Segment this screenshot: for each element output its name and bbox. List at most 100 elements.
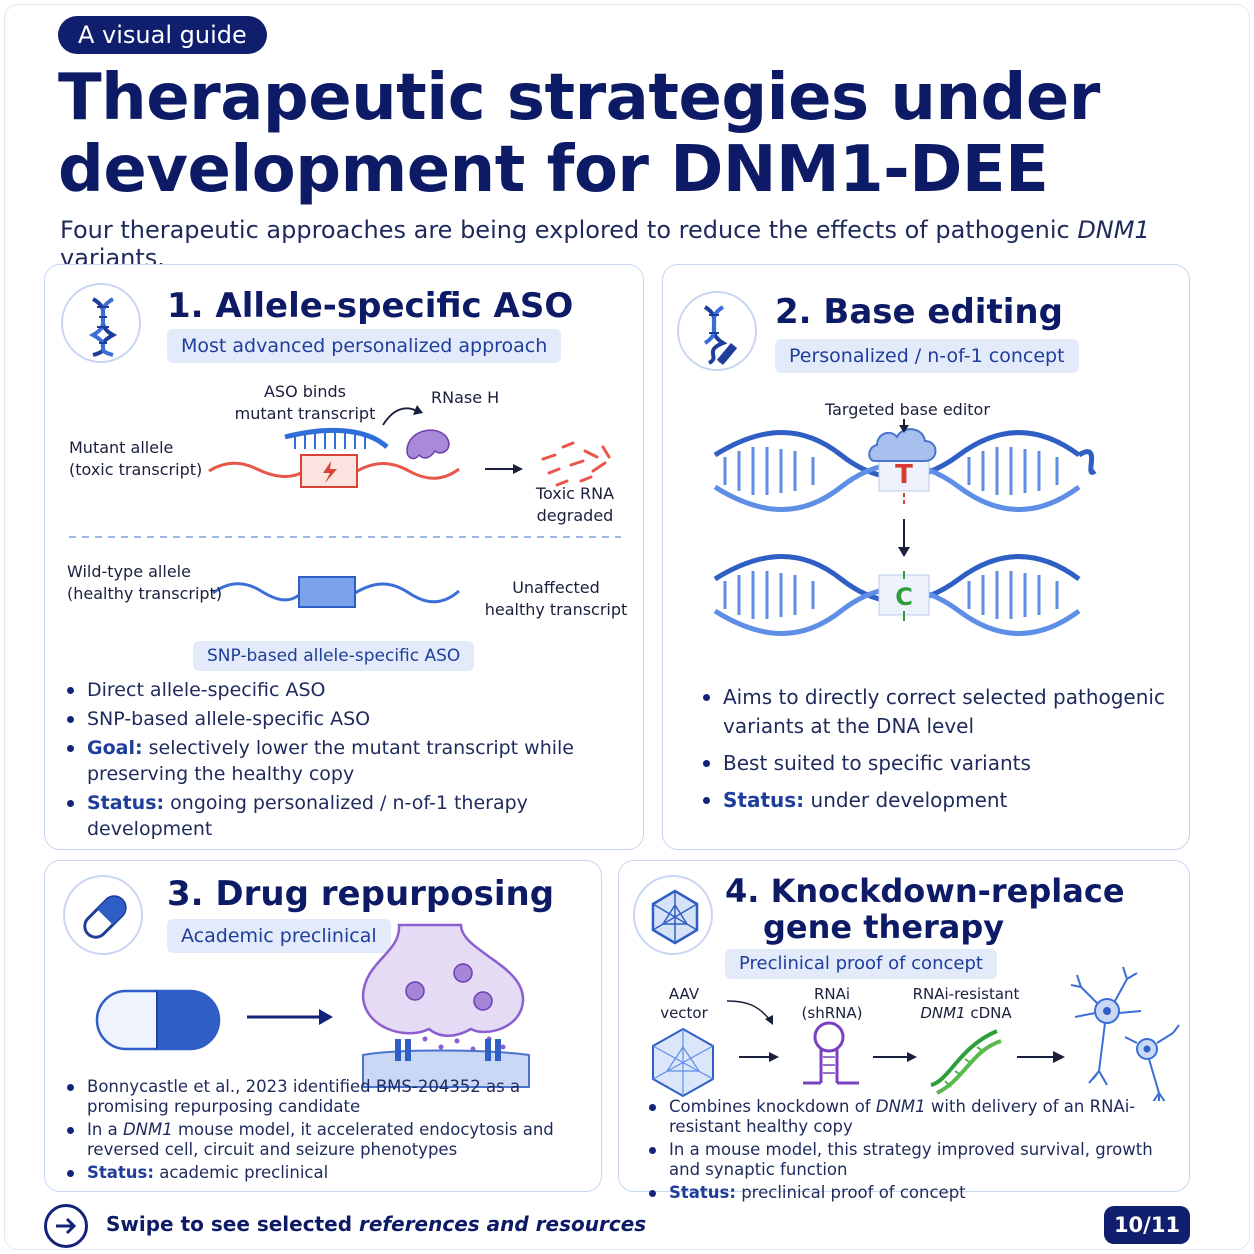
card3-b2-pre: In a <box>87 1120 123 1139</box>
base-after: C <box>895 583 913 611</box>
card1-status-bullet: Status: ongoing personalized / n-of-1 th… <box>63 790 623 842</box>
rnai-resistant-label: RNAi-resistant DNM1 cDNA <box>901 985 1031 1023</box>
aso-label-line2: mutant transcript <box>234 404 376 423</box>
card2-bullet: Best suited to specific variants <box>699 749 1169 778</box>
unaffected-label-line2: healthy transcript <box>484 600 628 619</box>
resist-label-line1: RNAi-resistant <box>912 985 1020 1003</box>
card-drug-repurposing: 3. Drug repurposing Academic preclinical… <box>44 860 602 1192</box>
snp-aso-tag: SNP-based allele-specific ASO <box>193 641 475 671</box>
card3-bullet: Bonnycastle et al., 2023 identified BMS-… <box>63 1077 583 1117</box>
toxic-label-line2: degraded <box>536 506 614 525</box>
status-text: under development <box>804 788 1008 812</box>
aav-vector-label: AAV vector <box>649 985 719 1023</box>
shrna-hairpin <box>803 1021 859 1085</box>
card1-goal-bullet: Goal: selectively lower the mutant trans… <box>63 735 623 787</box>
base-editor-label: Targeted base editor <box>825 400 990 419</box>
title-line-2: development for DNM1-DEE <box>58 133 1049 207</box>
aso-label-line1: ASO binds <box>263 382 346 401</box>
capsule-illustration <box>95 989 221 1051</box>
card3-bullets: Bonnycastle et al., 2023 identified BMS-… <box>63 1077 583 1186</box>
status-text: academic preclinical <box>153 1163 329 1182</box>
card3-tag: Academic preclinical <box>167 919 391 953</box>
rnai-label-line1: RNAi <box>813 985 851 1003</box>
subtitle-gene: DNM1 <box>1077 216 1150 244</box>
swipe-hint[interactable]: Swipe to see selected references and res… <box>106 1212 646 1236</box>
drug-synapse-diagram <box>95 923 530 1088</box>
aso-binds-label: ASO binds mutant transcript <box>225 381 385 425</box>
aav-label-line2: vector <box>660 1004 708 1022</box>
card4-status-bullet: Status: preclinical proof of concept <box>645 1183 1175 1203</box>
toxic-rna-label: Toxic RNA degraded <box>515 483 635 527</box>
base-before: T <box>895 460 913 490</box>
card4-b1-gene: DNM1 <box>875 1097 926 1116</box>
rnase-h-enzyme <box>406 429 450 460</box>
card1-bullet: SNP-based allele-specific ASO <box>63 706 623 732</box>
card2-tag: Personalized / n-of-1 concept <box>775 339 1079 373</box>
card4-bullet: Combines knockdown of DNM1 with delivery… <box>645 1097 1175 1137</box>
dna-icon <box>61 283 141 363</box>
card-base-editing: 2. Base editing Personalized / n-of-1 co… <box>662 264 1190 850</box>
card3-b2-post: mouse model, it accelerated endocytosis … <box>87 1120 554 1159</box>
card4-bullets: Combines knockdown of DNM1 with delivery… <box>645 1097 1175 1206</box>
card4-b1-pre: Combines knockdown of <box>669 1097 876 1116</box>
card-knockdown-replace: 4. Knockdown-replace gene therapy Precli… <box>618 860 1190 1202</box>
status-label: Status: <box>669 1183 736 1202</box>
wild-type-label: Wild-type allele (healthy transcript) <box>67 561 237 605</box>
card4-tag: Preclinical proof of concept <box>725 949 997 979</box>
knockdown-replace-diagram <box>652 966 1180 1101</box>
neurons-illustration <box>1070 966 1180 1101</box>
card1-bullets: Direct allele-specific ASO SNP-based all… <box>63 677 623 845</box>
status-label: Status: <box>87 792 165 814</box>
mutant-label-line1: Mutant allele <box>69 438 174 457</box>
card2-bullet: Aims to directly correct selected pathog… <box>699 683 1169 741</box>
toxic-label-line1: Toxic RNA <box>535 484 615 503</box>
rnai-resistant-cdna <box>930 1029 1002 1095</box>
card4-bullet: In a mouse model, this strategy improved… <box>645 1140 1175 1180</box>
mutant-label-line2: (toxic transcript) <box>69 460 203 479</box>
status-label: Status: <box>87 1163 154 1182</box>
card2-status-bullet: Status: under development <box>699 786 1169 815</box>
aav-capsid <box>652 1027 714 1098</box>
title-line-1: Therapeutic strategies under <box>58 61 1100 135</box>
swipe-arrow-button[interactable] <box>44 1204 88 1248</box>
presynaptic-terminal <box>361 923 525 1037</box>
visual-guide-badge: A visual guide <box>58 16 267 54</box>
wild-type-transcript <box>212 582 460 604</box>
dna-edit-icon <box>677 291 757 371</box>
card3-status-bullet: Status: academic preclinical <box>63 1163 583 1183</box>
capsule-icon <box>63 875 143 955</box>
card3-b2-gene: DNM1 <box>122 1120 173 1139</box>
status-text: preclinical proof of concept <box>735 1183 966 1202</box>
page-number-badge: 10/11 <box>1104 1206 1190 1244</box>
card4-b1-post: with delivery of an RNAi-resistant healt… <box>669 1097 1136 1136</box>
aso-diagram <box>69 405 621 608</box>
rnai-label-line2: (shRNA) <box>801 1004 863 1022</box>
card3-title: 3. Drug repurposing <box>167 874 555 914</box>
card1-bullet: Direct allele-specific ASO <box>63 677 623 703</box>
unaffected-label-line1: Unaffected <box>512 578 600 597</box>
card4-title-line2: gene therapy <box>763 908 1005 946</box>
wt-label-line2: (healthy transcript) <box>67 584 223 603</box>
rnai-label: RNAi (shRNA) <box>787 985 877 1023</box>
resist-label-gene: DNM1 <box>920 1004 966 1022</box>
wt-label-line1: Wild-type allele <box>67 562 191 581</box>
card4-title-line1: 4. Knockdown-replace <box>725 872 1125 910</box>
card-allele-specific-aso: 1. Allele-specific ASO Most advanced per… <box>44 264 644 850</box>
resist-label-line2: DNM1 cDNA <box>901 1004 1031 1023</box>
resist-label-cdna: cDNA <box>965 1004 1012 1022</box>
card1-tag: Most advanced personalized approach <box>167 329 562 363</box>
card1-title: 1. Allele-specific ASO <box>167 286 574 326</box>
goal-label: Goal: <box>87 737 143 759</box>
status-text: ongoing personalized / n-of-1 therapy de… <box>87 792 528 840</box>
page-title: Therapeutic strategies under development… <box>58 62 1208 206</box>
aav-label-line1: AAV <box>668 985 700 1003</box>
swipe-hint-italic: references and resources <box>359 1212 647 1236</box>
rnase-h-label: RNase H <box>431 388 500 407</box>
aav-capsid-icon <box>633 875 713 955</box>
swipe-hint-text: Swipe to see selected <box>106 1212 359 1236</box>
dna-helix-bottom: C <box>713 554 1081 636</box>
card4-title: 4. Knockdown-replace gene therapy <box>725 873 1125 945</box>
degraded-rna-fragments <box>541 441 611 487</box>
dna-helix-top: T <box>713 430 1097 512</box>
page-frame <box>4 4 1250 1250</box>
